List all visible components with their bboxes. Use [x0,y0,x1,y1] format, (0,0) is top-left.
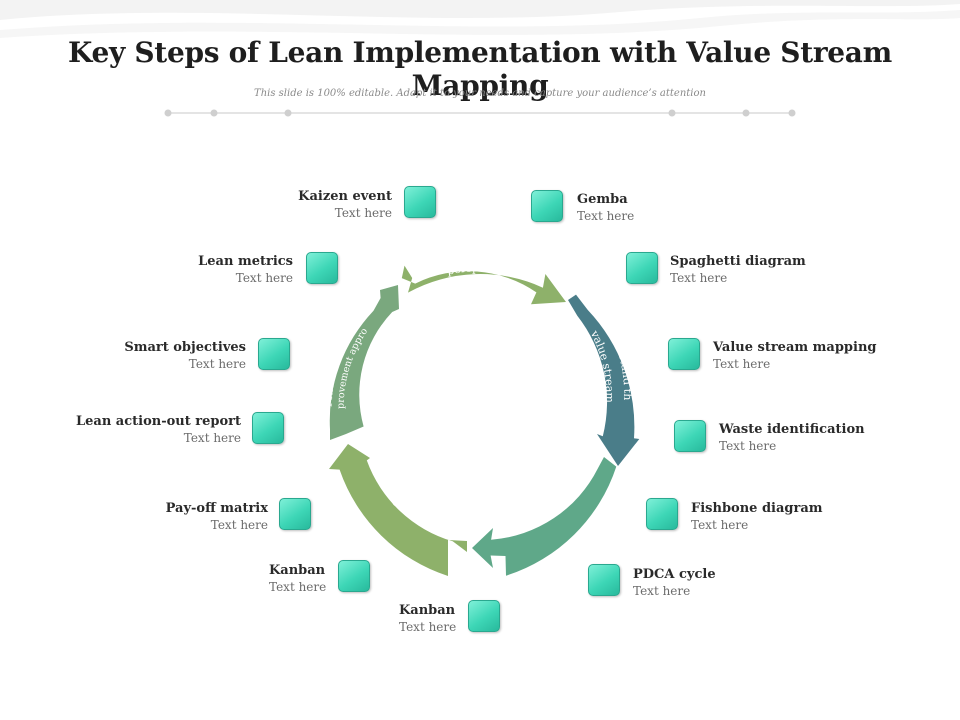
item-text: Text here [670,271,728,285]
divider-dot [668,109,676,117]
item-heading: Fishbone diagram [691,501,823,516]
cycle-arc-continuous-improvement [329,285,399,440]
item-pdca-cycle: PDCA cycle Text here [633,566,716,600]
item-text: Text here [713,357,771,371]
item-pay-off-matrix: Pay-off matrix Text here [166,500,268,534]
item-marker-kanban-2 [468,600,500,632]
item-marker-smart-objectives [258,338,290,370]
arc-text: flow [533,478,559,503]
item-lean-action-out-report: Lean action-out report Text here [76,413,241,447]
divider-dot [742,109,750,117]
item-heading: PDCA cycle [633,567,716,582]
item-text: Text here [633,584,691,598]
background-swoosh [0,0,960,38]
cycle-arc-create-flow [472,457,617,576]
item-gemba: Gemba Text here [577,191,634,225]
item-text: Text here [399,620,457,634]
item-text: Text here [691,518,749,532]
item-marker-kaizen-event [404,186,436,218]
item-heading: Waste identification [719,422,865,437]
item-fishbone-diagram: Fishbone diagram Text here [691,500,823,534]
item-heading: Smart objectives [124,340,246,355]
title-divider [164,109,796,117]
item-value-stream-mapping: Value stream mapping Text here [713,339,877,373]
item-heading: Lean metrics [198,254,293,269]
svg-text:from client: from client [448,273,513,289]
item-lean-metrics: Lean metrics Text here [198,253,293,287]
cycle-arc-understand-perspective [401,265,566,305]
item-heading: Gemba [577,192,628,207]
divider-dot [284,109,292,117]
arc-text: perspective [446,261,514,277]
item-marker-kanban [338,560,370,592]
item-heading: Lean action-out report [75,414,241,429]
item-text: Text here [719,439,777,453]
page-subtitle: This slide is 100% editable. Adapt it to… [254,88,706,99]
page-title: Key Steps of Lean Implementation with Va… [68,36,892,102]
item-spaghetti-diagram: Spaghetti diagram Text here [670,253,806,287]
item-marker-spaghetti-diagram [626,252,658,284]
divider-dot [210,109,218,117]
svg-text:flow: flow [533,478,559,503]
item-kanban-2: Kanban Text here [399,602,456,636]
arc-text: from client [448,273,513,289]
divider-dot [164,109,172,117]
item-marker-lean-metrics [306,252,338,284]
cycle-arc-migrate-to-pull [329,444,467,576]
item-marker-waste-identification [674,420,706,452]
item-text: Text here [210,518,268,532]
item-text: Text here [183,431,241,445]
item-marker-pay-off-matrix [279,498,311,530]
item-heading: Kanban [269,563,326,578]
item-heading: Spaghetti diagram [670,254,806,269]
item-marker-value-stream-mapping [668,338,700,370]
item-text: Text here [334,206,392,220]
item-heading: Pay-off matrix [165,501,268,516]
svg-text:perspective: perspective [446,261,514,277]
item-kaizen-event: Kaizen event Text here [298,188,392,222]
item-heading: Kanban [399,603,456,618]
item-heading: Value stream mapping [713,340,877,355]
item-text: Text here [235,271,293,285]
item-text: Text here [188,357,246,371]
item-heading: Kaizen event [298,189,392,204]
cycle-arc-understand-value-stream [568,294,640,466]
item-waste-identification: Waste identification Text here [719,421,865,455]
item-text: Text here [269,580,327,594]
item-marker-pdca-cycle [588,564,620,596]
item-marker-fishbone-diagram [646,498,678,530]
item-marker-gemba [531,190,563,222]
item-marker-lean-action-out-report [252,412,284,444]
divider-dot [788,109,796,117]
item-smart-objectives: Smart objectives Text here [124,339,246,373]
item-text: Text here [577,209,635,223]
item-kanban: Kanban Text here [269,562,326,596]
